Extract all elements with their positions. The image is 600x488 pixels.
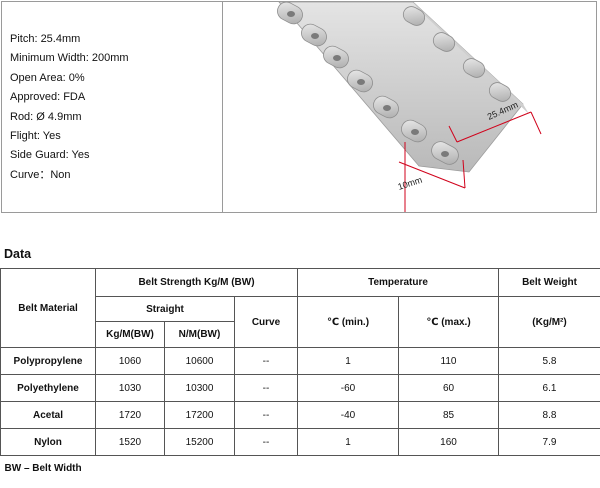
header-temperature: Temperature — [297, 268, 499, 297]
spec-pitch: Pitch: 25.4mm — [10, 33, 81, 45]
temp-max: 85 — [398, 401, 499, 429]
spec-curve: Curve：Non — [10, 168, 71, 181]
belt-body — [277, 1, 529, 173]
header-nm: N/M(BW) — [164, 321, 235, 348]
temp-min: -40 — [297, 401, 399, 429]
strength-kgm: 1060 — [95, 347, 165, 375]
temp-max: 160 — [398, 428, 499, 456]
spec-flight: Flight: Yes — [10, 129, 61, 142]
strength-kgm: 1520 — [95, 428, 165, 456]
header-belt-weight: Belt Weight — [498, 268, 600, 297]
temp-min: 1 — [297, 428, 399, 456]
strength-kgm: 1720 — [95, 401, 165, 429]
curve-value: -- — [234, 374, 298, 402]
material-data-table: Belt Material Belt Strength Kg/M (BW) Te… — [0, 268, 600, 482]
curve-value: -- — [234, 401, 298, 429]
header-temp-min: ℃ (min.) — [297, 296, 399, 348]
strength-kgm: 1030 — [95, 374, 165, 402]
header-straight: Straight — [95, 296, 235, 322]
header-weight-unit: (Kg/M²) — [498, 296, 600, 348]
table-row: Acetal 1720 17200 -- -40 85 8.8 — [0, 401, 600, 429]
header-temp-max: ℃ (max.) — [398, 296, 499, 348]
belt-weight: 8.8 — [498, 401, 600, 429]
data-section-title: Data — [4, 247, 32, 261]
temp-max: 60 — [398, 374, 499, 402]
spec-panel: Pitch: 25.4mm Minimum Width: 200mm Open … — [1, 1, 597, 213]
dimension-height-label: 10mm — [397, 175, 424, 192]
header-belt-material: Belt Material — [0, 268, 96, 348]
table-row: Polypropylene 1060 10600 -- 1 110 5.8 — [0, 347, 600, 375]
curve-value: -- — [234, 428, 298, 456]
material-name: Polypropylene — [0, 347, 96, 375]
spec-open-area: Open Area: 0% — [10, 71, 85, 84]
material-name: Acetal — [0, 401, 96, 429]
spec-approved: Approved: FDA — [10, 91, 86, 104]
spec-rod: Rod: Ø 4.9mm — [10, 110, 82, 123]
strength-nm: 10300 — [164, 374, 235, 402]
header-curve: Curve — [234, 296, 298, 348]
spec-minimum-width: Minimum Width: 200mm — [10, 52, 129, 65]
temp-min: 1 — [297, 347, 399, 375]
temp-min: -60 — [297, 374, 399, 402]
header-belt-strength: Belt Strength Kg/M (BW) — [95, 268, 298, 297]
belt-illustration: 25.4mm 10mm — [277, 1, 542, 212]
table-row: Nylon 1520 15200 -- 1 160 7.9 — [0, 428, 600, 456]
belt-weight: 7.9 — [498, 428, 600, 456]
spec-list: Pitch: 25.4mm Minimum Width: 200mm Open … — [10, 30, 129, 185]
curve-value: -- — [234, 347, 298, 375]
belt-weight: 5.8 — [498, 347, 600, 375]
dimension-lines — [398, 111, 542, 212]
header-kgm: Kg/M(BW) — [95, 321, 165, 348]
strength-nm: 17200 — [164, 401, 235, 429]
spec-side-guard: Side Guard: Yes — [10, 149, 90, 162]
strength-nm: 10600 — [164, 347, 235, 375]
table-footnote: BW – Belt Width — [0, 455, 600, 482]
belt-diagram: 25.4mm 10mm — [223, 1, 597, 212]
strength-nm: 15200 — [164, 428, 235, 456]
belt-weight: 6.1 — [498, 374, 600, 402]
material-name: Nylon — [0, 428, 96, 456]
spec-panel-divider — [222, 2, 223, 212]
material-name: Polyethylene — [0, 374, 96, 402]
table-row: Polyethylene 1030 10300 -- -60 60 6.1 — [0, 374, 600, 402]
temp-max: 110 — [398, 347, 499, 375]
